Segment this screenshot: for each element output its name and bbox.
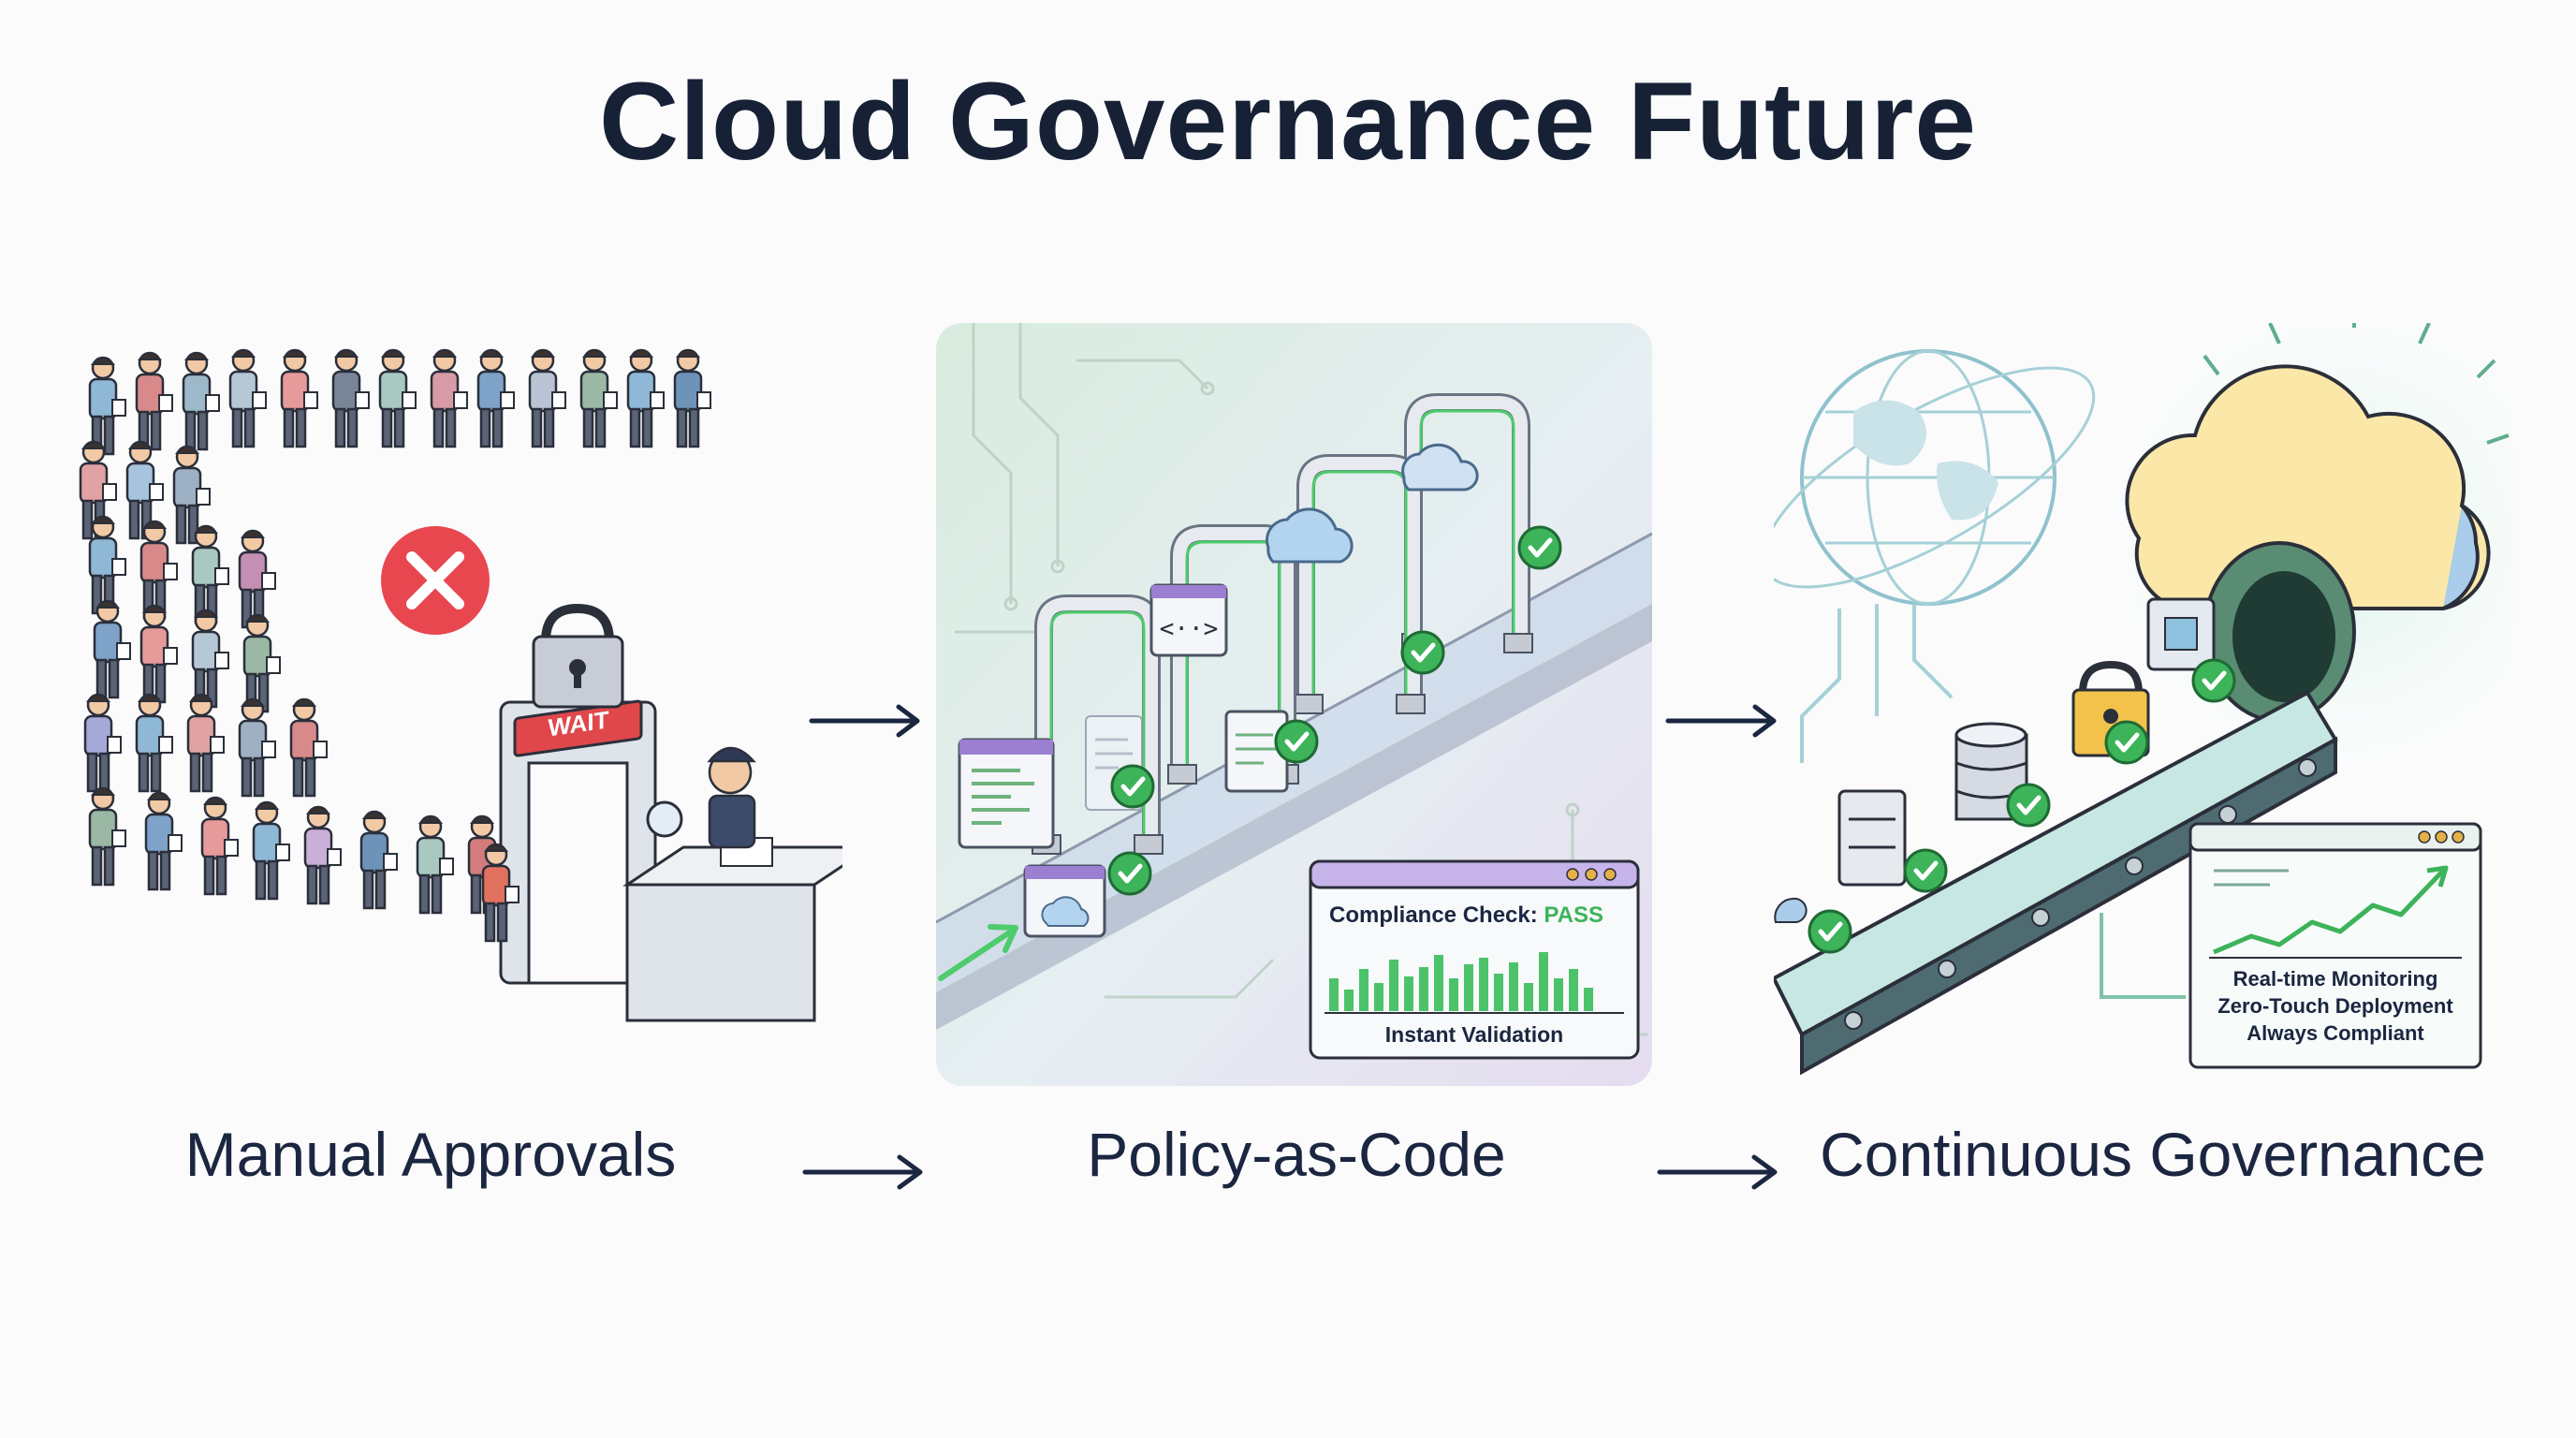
package-icon [2146,597,2216,671]
code-card [1224,710,1289,793]
stage-label-policy-as-code: Policy-as-Code [1087,1120,1506,1189]
monitor-line-3: Always Compliant [2247,1021,2424,1045]
officer-desk [622,746,842,1022]
cloud-icon [1266,507,1354,564]
check-icon [1109,853,1150,894]
check-icon [1112,766,1153,807]
policy-as-code-illustration: <··> [936,323,1652,1086]
monitor-connector [2100,913,2186,999]
code-glyph: <··> [1160,615,1219,643]
continuous-governance-illustration: Real-time Monitoring Zero-Touch Deployme… [1774,323,2513,1086]
x-icon [381,526,490,635]
arrow-right-icon [807,702,924,740]
stage-label-continuous-governance: Continuous Governance [1820,1120,2486,1189]
compliance-caption: Instant Validation [1385,1022,1563,1047]
check-icon [1276,721,1317,762]
arrow-right-icon [800,1152,927,1193]
manual-approvals-illustration: WAIT [66,323,842,1086]
monitor-line-2: Zero-Touch Deployment [2217,994,2453,1018]
arrow-up-right-icon [938,924,1018,981]
check-icon [1519,527,1560,568]
arrow-right-icon [1663,702,1780,740]
globe-icon [1774,349,2096,606]
svg-text:Compliance Check: PASS: Compliance Check: PASS [1329,902,1603,928]
monitor-line-1: Real-time Monitoring [2233,967,2438,990]
tunnel-portal [2203,541,2356,723]
code-card [1023,864,1106,938]
cloud-icon [1774,897,1808,923]
monitoring-window: Real-time Monitoring Zero-Touch Deployme… [2188,822,2482,1069]
sun-rays [2203,323,2510,445]
circuit-lines [1800,604,1954,763]
check-icon [2008,785,2049,826]
check-icon [1402,632,1443,673]
arrow-right-icon [1655,1152,1781,1193]
page-title: Cloud Governance Future [599,60,1977,183]
compliance-window: Compliance Check: PASS Instant Validatio… [1309,859,1640,1060]
lock-icon [532,603,624,709]
check-icon [1905,850,1946,891]
code-card [958,738,1055,849]
security-gate: WAIT [499,699,657,985]
compliance-title: Compliance Check: [1329,902,1544,928]
code-card: <··> [1149,583,1228,657]
check-icon [1809,911,1851,952]
check-icon [2193,660,2234,701]
check-icon [2106,722,2147,763]
validation-bars [1329,952,1593,1011]
compliance-status: PASS [1544,902,1603,928]
server-icon [1837,789,1907,887]
stage-label-manual-approvals: Manual Approvals [184,1120,677,1189]
cloud-icon [1401,443,1479,492]
cloud-icon [2125,364,2491,610]
